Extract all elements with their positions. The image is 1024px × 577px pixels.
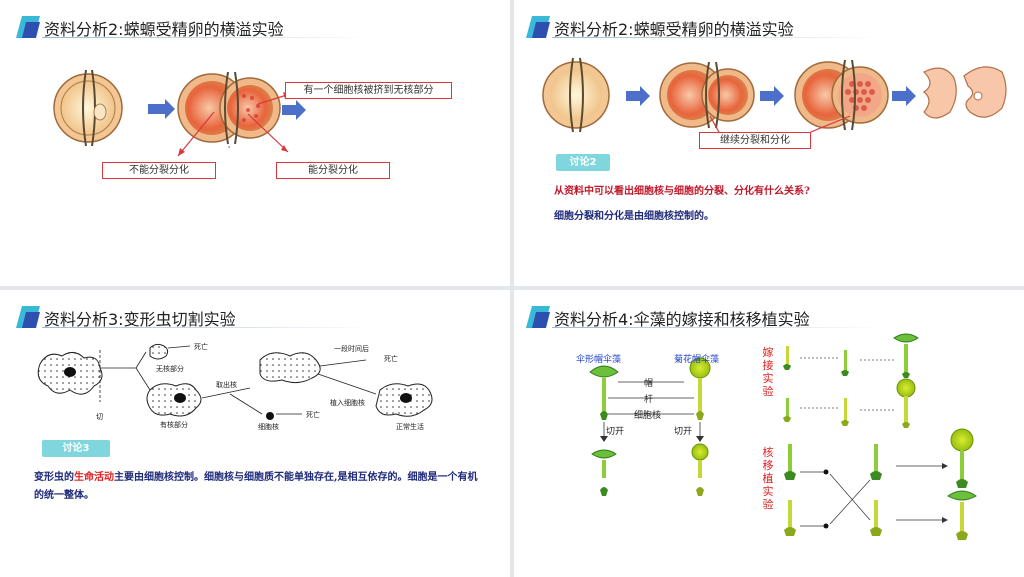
chrysanthemum-alga: [689, 357, 711, 420]
egg-a: [542, 57, 610, 133]
egg-2: [177, 71, 281, 145]
arrow-1: [148, 99, 175, 119]
slide-title: 资料分析3:变形虫切割实验: [44, 310, 236, 329]
label-cut: 切: [96, 413, 103, 421]
logo-icon: [16, 306, 40, 328]
egg-c: [794, 59, 889, 131]
label-remove-nucleus: 取出核: [216, 381, 237, 389]
title-underline: [552, 37, 882, 38]
transplant-rows: [784, 428, 977, 540]
chrysanthemum-cut: [691, 443, 709, 496]
label-transplant: 核移植实验: [762, 446, 774, 511]
arrow-2: [282, 100, 306, 120]
egg-diagram: ': [53, 69, 306, 157]
logo-icon: [526, 16, 550, 38]
discussion-tag: 讨论2: [556, 154, 610, 171]
conclusion-post: 主要由细胞核控制。细胞核与细胞质不能单独存在,是相互依存的。细胞是一个有机的统一…: [34, 472, 478, 501]
discussion-tag: 讨论3: [42, 440, 110, 457]
label-species-1: 伞形帽伞藻: [576, 355, 622, 365]
umbrella-cut: [591, 449, 617, 496]
slide-title: 资料分析4:伞藻的嫁接和核移植实验: [554, 310, 810, 329]
label-death-1: 死亡: [194, 343, 208, 351]
label-after-time: 一段时间后: [334, 345, 369, 353]
label-squeezed: 有一个细胞核被挤到无核部分: [285, 82, 452, 99]
label-stalk: 杆: [644, 395, 654, 405]
conclusion-text: 变形虫的生命活动主要由细胞核控制。细胞核与细胞质不能单独存在,是相互依存的。细胞…: [34, 469, 484, 505]
egg-b: [659, 61, 755, 129]
title-underline: [42, 37, 372, 38]
amoeba-diagram: [37, 343, 433, 420]
question-text: 从资料中可以看出细胞核与细胞的分裂、分化有什么关系?: [554, 186, 810, 197]
title-underline: [552, 327, 882, 328]
label-with-nucleus: 有核部分: [160, 421, 188, 429]
title-underline: [42, 327, 372, 328]
embryo-1: [922, 67, 957, 119]
egg-sequence-diagram: [542, 57, 1007, 135]
label-cut-2: 切开: [674, 427, 693, 437]
conclusion-highlight: 生命活动: [74, 472, 114, 483]
logo-icon: [16, 16, 40, 38]
slide-3[interactable]: 资料分析3:变形虫切割实验: [0, 290, 510, 577]
label-grafting: 嫁接实验: [762, 346, 774, 398]
egg-1: [53, 69, 123, 147]
label-no-nucleus: 无核部分: [156, 365, 184, 373]
umbrella-alga: [589, 365, 619, 420]
conclusion-pre: 变形虫的: [34, 472, 74, 483]
label-nucleus: 细胞核: [258, 423, 279, 431]
label-death-2: 死亡: [306, 411, 320, 419]
label-species-2: 菊花帽伞藻: [674, 355, 720, 365]
logo-icon: [526, 306, 550, 328]
label-cut-1: 切开: [606, 427, 625, 437]
slide-title: 资料分析2:蝾螈受精卵的横溢实验: [554, 20, 794, 39]
label-death-3: 死亡: [384, 355, 398, 363]
slide-4[interactable]: 资料分析4:伞藻的嫁接和核移植实验: [514, 290, 1024, 577]
acetabularia-diagram: [589, 333, 977, 540]
label-cap: 帽: [644, 379, 654, 389]
graft-row-1: [783, 333, 919, 378]
embryo-2: [963, 66, 1007, 118]
slide-title: 资料分析2:蝾螈受精卵的横溢实验: [44, 20, 284, 39]
label-continue-divide: 继续分裂和分化: [699, 132, 811, 149]
slide-2[interactable]: 资料分析2:蝾螈受精卵的横溢实验: [514, 0, 1024, 286]
label-implant: 植入细胞核: [330, 399, 365, 407]
slide-1[interactable]: 资料分析2:蝾螈受精卵的横溢实验: [0, 0, 510, 286]
label-normal-life: 正常生活: [396, 423, 424, 431]
answer-text: 细胞分裂和分化是由细胞核控制的。: [554, 211, 714, 222]
graft-row-2: [783, 378, 916, 428]
label-cannot-divide: 不能分裂分化: [102, 162, 216, 179]
label-nucleus: 细胞核: [634, 411, 662, 421]
svg-text:': ': [228, 145, 230, 154]
label-can-divide: 能分裂分化: [276, 162, 390, 179]
